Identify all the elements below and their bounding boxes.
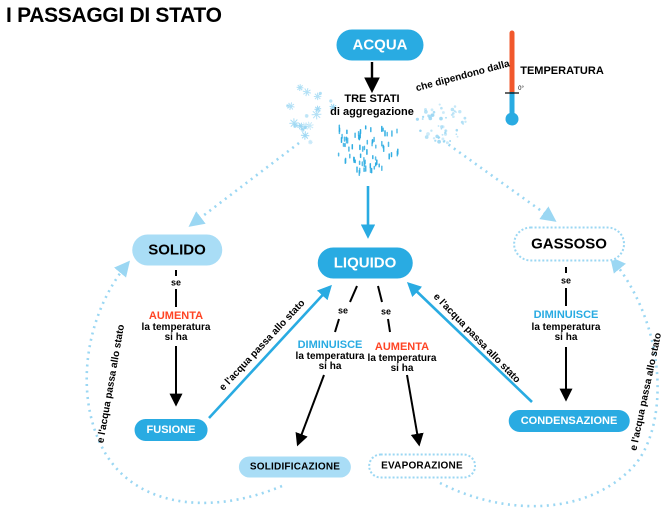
node-acqua: ACQUA (336, 29, 424, 61)
arrow-liquido-evaporazione (406, 374, 424, 447)
la-temperatura-label: la temperatura (295, 350, 365, 362)
se-label-solido: se (170, 277, 182, 288)
se-label-liquido-right: se (380, 306, 392, 317)
node-evaporazione: EVAPORAZIONE (368, 453, 476, 479)
edge-liquido-right-se (377, 285, 383, 303)
si-ha-label: si ha (318, 360, 342, 372)
raindrops-cluster (337, 124, 399, 177)
si-ha-label: si ha (554, 331, 578, 343)
edge-liquido-right-aumenta (387, 318, 391, 333)
node-gassoso: GASSOSO (513, 226, 625, 262)
la-temperatura-label: la temperatura (531, 321, 601, 333)
edge-liquido-left-diminuisce (334, 318, 340, 333)
node-condensazione: CONDENSAZIONE (508, 410, 630, 432)
la-temperatura-label: la temperatura (367, 352, 437, 364)
arrow-neve-solido (188, 141, 300, 227)
se-label-liquido-left: se (337, 305, 349, 316)
arrow-liquido-solidificazione (295, 374, 325, 447)
curve-evaporazione-gassoso (439, 256, 659, 508)
si-ha-label: si ha (390, 362, 414, 374)
node-liquido: LIQUIDO (317, 247, 413, 279)
se-label-gassoso: se (560, 275, 572, 286)
arrow-vapore-gassoso (437, 135, 557, 222)
temperatura-label: TEMPERATURA (520, 65, 604, 78)
page-title: I PASSAGGI DI STATO (6, 4, 222, 27)
diminuisce-label-liquido: DIMINUISCE (297, 339, 363, 352)
gas-dots-cluster (415, 103, 467, 145)
node-solido: SOLIDO (132, 234, 222, 266)
diminuisce-label-gassoso: DIMINUISCE (533, 309, 599, 322)
di-aggregazione-label: di aggregazione (330, 106, 414, 119)
tre-stati-label: TRE STATI (344, 93, 400, 106)
snowflakes-cluster (285, 84, 337, 145)
node-solidificazione: SOLIDIFICAZIONE (238, 456, 352, 478)
aumenta-label-liquido: AUMENTA (374, 341, 430, 354)
node-fusione: FUSIONE (134, 419, 208, 441)
edge-liquido-left-se (349, 285, 358, 303)
si-ha-label: si ha (164, 331, 188, 343)
arrow-condensazione-liquido (406, 282, 533, 403)
thermometer-icon (505, 30, 519, 126)
thermometer-bulb (505, 112, 519, 126)
la-temperatura-label: la temperatura (141, 321, 211, 333)
arrow-fusione-liquido (208, 284, 332, 419)
thermometer-tick-label: 0° (518, 85, 524, 92)
aumenta-label-solido: AUMENTA (148, 310, 204, 323)
